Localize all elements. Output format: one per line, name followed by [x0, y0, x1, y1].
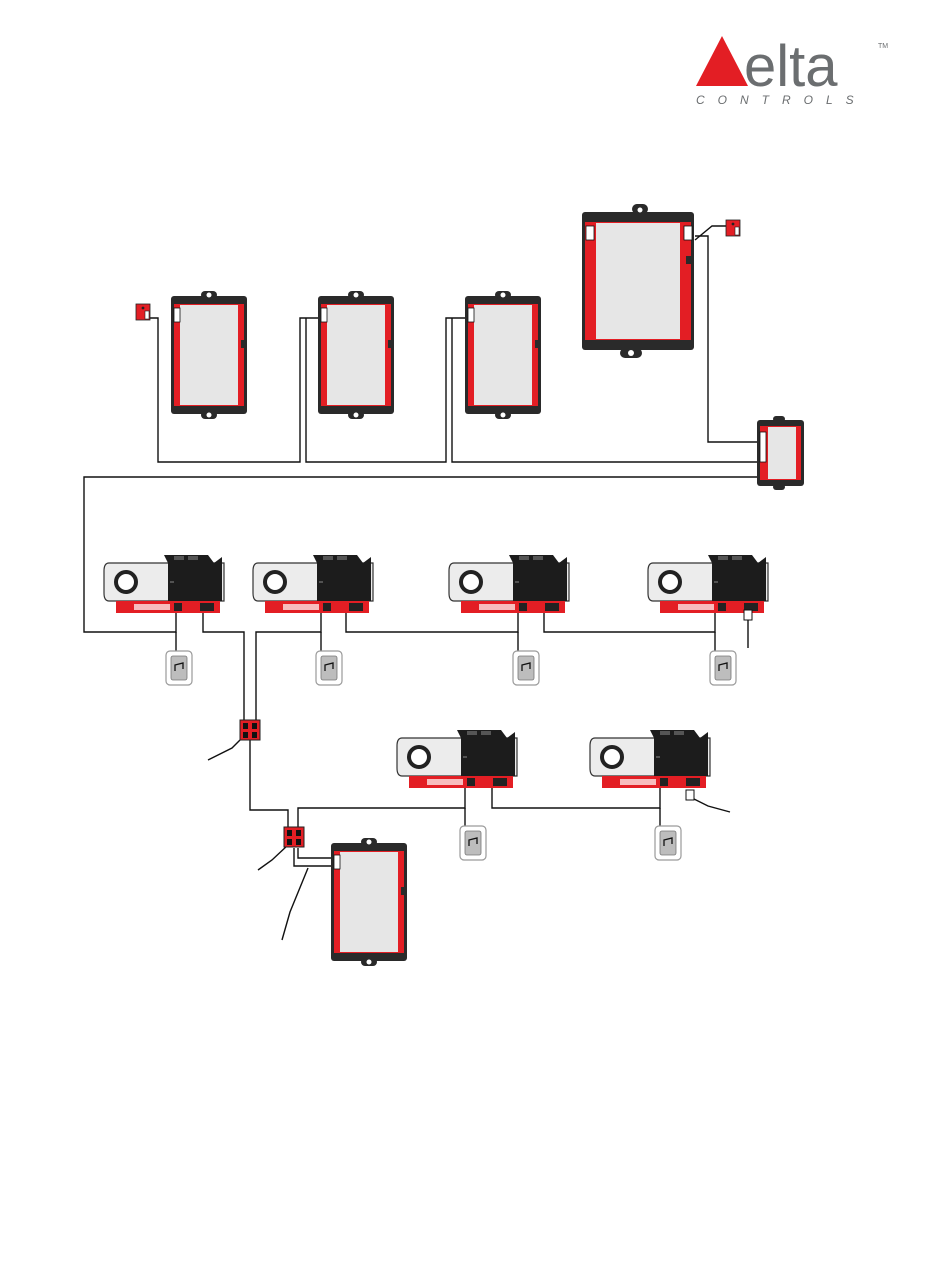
eol-connector-icon [686, 790, 694, 800]
controller-box-icon [171, 291, 247, 419]
wall-switch-icon [710, 651, 736, 685]
controller-box-icon [465, 291, 541, 419]
controller-box-icon [331, 838, 407, 966]
wall-switch-icon [316, 651, 342, 685]
wall-switch-icon [166, 651, 192, 685]
wall-switch-icon [655, 826, 681, 860]
vav-actuator-icon [397, 730, 517, 788]
vav-actuator-icon [104, 555, 224, 613]
splitter-junction-icon [240, 720, 260, 740]
eol-connector-icon [744, 610, 752, 620]
splitter-junction-icon [284, 827, 304, 847]
terminator-block-icon [136, 304, 150, 320]
controller-box-icon [318, 291, 394, 419]
vav-actuator-icon [449, 555, 569, 613]
wall-switch-icon [460, 826, 486, 860]
terminator-block-icon [726, 220, 740, 236]
wall-switch-icon [513, 651, 539, 685]
main-controller-icon [582, 204, 694, 358]
vav-actuator-icon [648, 555, 768, 613]
vav-actuator-icon [253, 555, 373, 613]
repeater-module-icon [757, 416, 804, 490]
vav-actuator-icon [590, 730, 710, 788]
